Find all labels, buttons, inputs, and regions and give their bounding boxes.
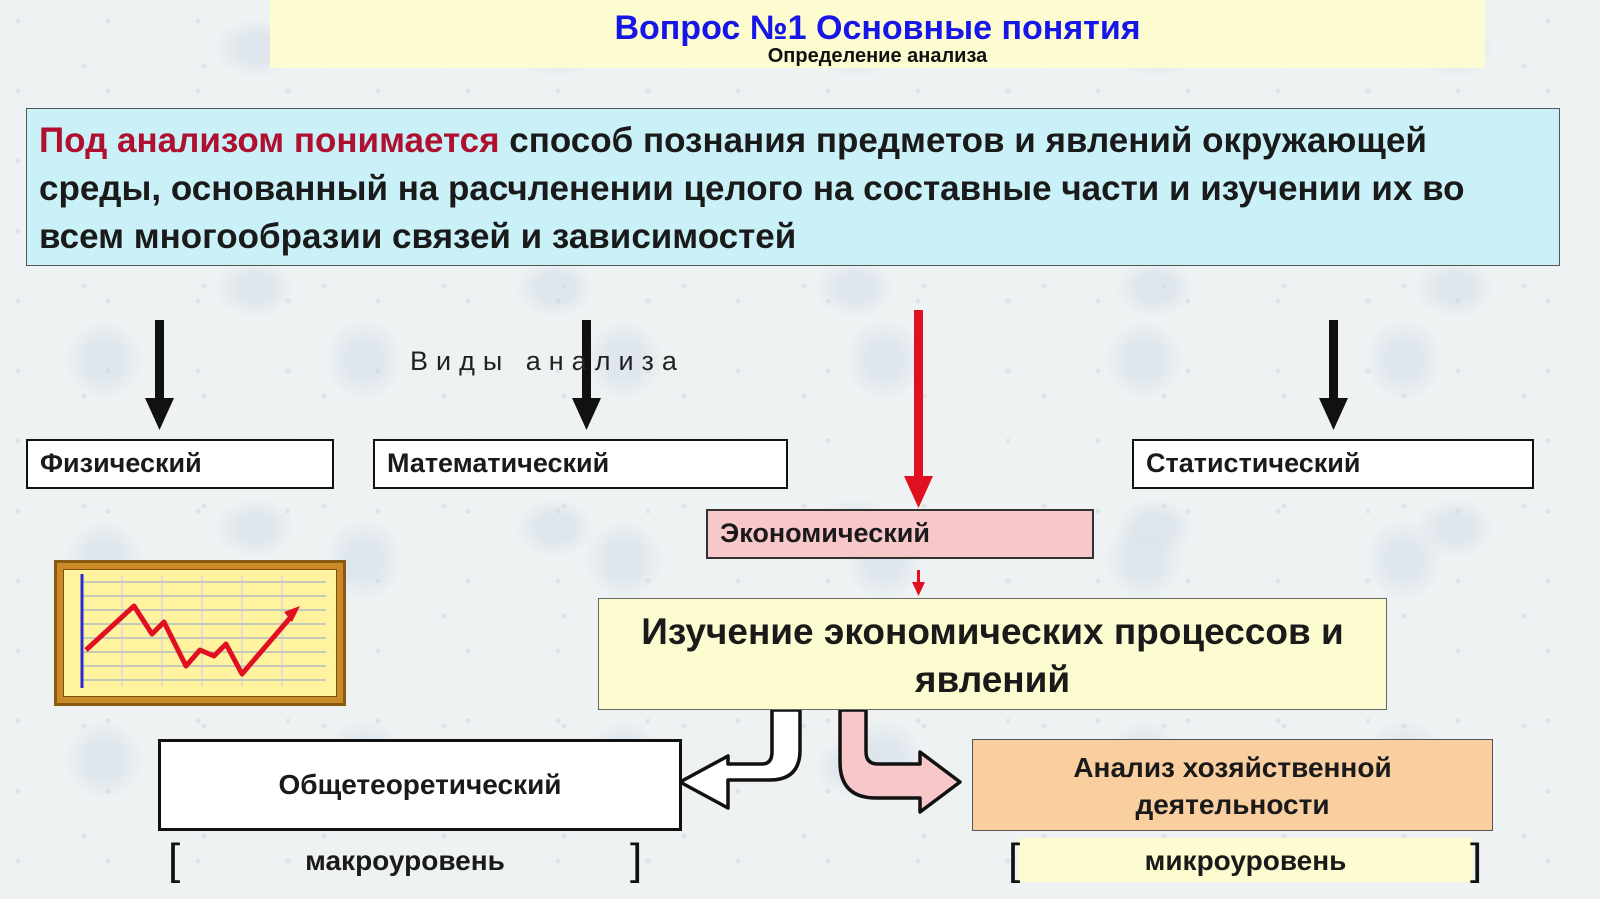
type-mathematical: Математический <box>373 439 788 489</box>
down-arrow-icon <box>1319 320 1348 430</box>
definition-lead: Под анализом понимается <box>39 121 500 160</box>
left-bracket: [ <box>1008 835 1021 884</box>
curved-arrow-icon <box>678 708 802 810</box>
chart-picture-frame <box>54 560 346 706</box>
right-bracket: ] <box>630 835 643 884</box>
definition-body: способ познания предметов и явлений окру… <box>39 121 1465 256</box>
definition-box: Под анализом понимается способ познания … <box>26 108 1560 266</box>
type-physical: Физический <box>26 439 334 489</box>
general-theoretical-box: Общетеоретический <box>158 739 682 831</box>
left-bracket: [ <box>168 835 181 884</box>
down-arrow-icon <box>912 570 925 596</box>
micro-level-highlight <box>1018 838 1473 882</box>
page-subtitle: Определение анализа <box>767 45 988 67</box>
down-arrow-icon <box>904 310 933 508</box>
down-arrow-icon <box>145 320 174 430</box>
down-arrow-icon <box>572 320 601 430</box>
type-statistical: Статистический <box>1132 439 1534 489</box>
economic-study-box: Изучение экономических процессов и явлен… <box>598 598 1387 710</box>
macro-level-label: макроуровень <box>305 845 505 876</box>
type-economic: Экономический <box>706 509 1094 559</box>
curved-arrow-icon <box>838 708 962 814</box>
micro-level-label: микроуровень <box>1144 845 1347 876</box>
economic-activity-analysis-box: Анализ хозяйственной деятельности <box>972 739 1493 831</box>
title-banner: Вопрос №1 Основные понятия Определение а… <box>270 0 1485 68</box>
types-heading: Виды анализа <box>410 346 685 376</box>
right-bracket: ] <box>1470 835 1483 884</box>
page-title: Вопрос №1 Основные понятия <box>614 9 1141 47</box>
line-chart-icon <box>63 569 337 697</box>
